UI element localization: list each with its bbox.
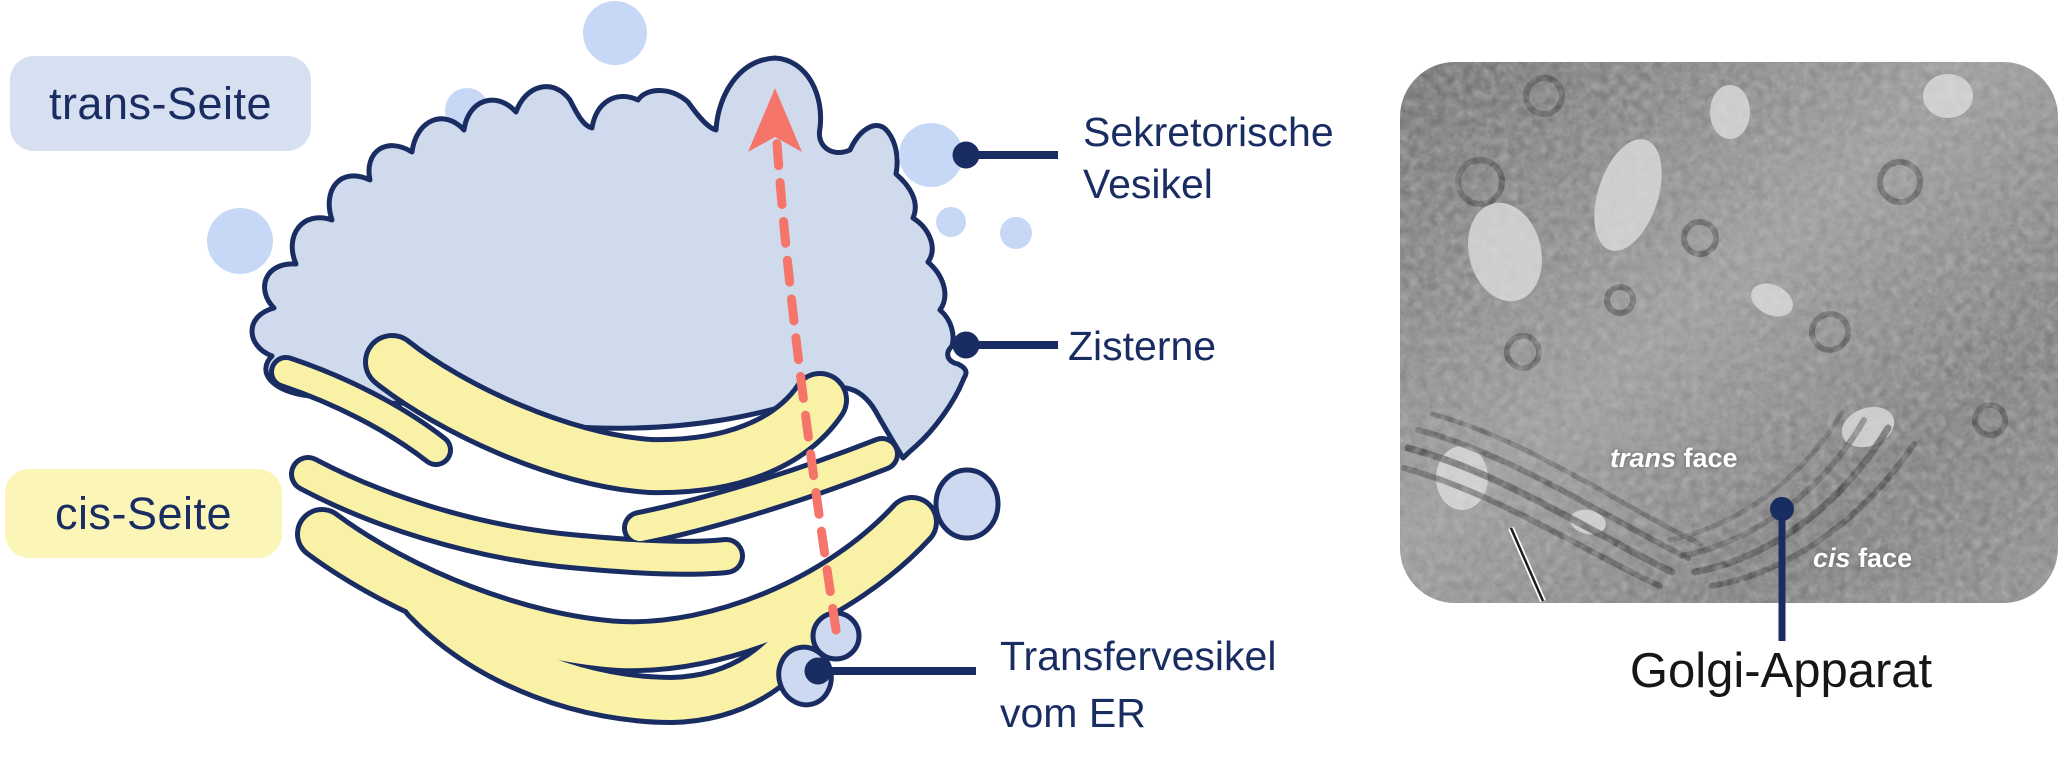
annotation-line: Zisterne bbox=[1068, 323, 1217, 369]
golgi-caption: Golgi-Apparat bbox=[1629, 644, 1933, 698]
cisterna-sac bbox=[294, 460, 740, 572]
secretory-vesicle-free bbox=[1000, 217, 1032, 249]
bullet-icon bbox=[804, 657, 832, 685]
transfer-vesicles-annotation: Transfervesikel vom ER bbox=[1000, 628, 1276, 742]
cisterna-sac bbox=[368, 338, 844, 491]
em-cis-face-rest: face bbox=[1850, 543, 1913, 573]
annotation-line: Vesikel bbox=[1083, 161, 1213, 207]
em-trans-face-italic: trans bbox=[1610, 443, 1677, 473]
secretory-vesicle-free bbox=[207, 208, 273, 274]
secretory-vesicle-free bbox=[899, 123, 963, 187]
cisterna-sac bbox=[627, 441, 895, 541]
cisterna-annotation: Zisterne bbox=[1068, 320, 1216, 372]
cis-side-label: cis-Seite bbox=[5, 469, 282, 558]
em-pointer-line bbox=[1508, 526, 1546, 603]
cis-side-label-text: cis-Seite bbox=[54, 487, 233, 539]
bullet-icon bbox=[952, 331, 980, 359]
free-vesicles-front bbox=[207, 123, 1032, 274]
em-cis-face-label: cis face bbox=[1813, 543, 1912, 574]
annotation-line: Transfervesikel bbox=[1000, 633, 1277, 679]
secretory-vesicles-annotation: Sekretorische Vesikel bbox=[1083, 106, 1334, 210]
cisterna-sac bbox=[405, 580, 832, 721]
bullet-icon bbox=[1770, 497, 1794, 521]
arrowhead-icon bbox=[748, 88, 802, 152]
annotation-line: Sekretorische bbox=[1083, 109, 1334, 155]
em-cis-face-italic: cis bbox=[1813, 543, 1851, 573]
secretory-vesicle-free bbox=[583, 1, 647, 65]
outlined-vesicles bbox=[776, 467, 1001, 708]
trans-side-label-text: trans-Seite bbox=[48, 77, 273, 129]
em-trans-face-label: trans face bbox=[1610, 443, 1738, 474]
bullet-icon bbox=[952, 141, 980, 169]
secretory-vesicle-free bbox=[936, 207, 966, 237]
leader-lines bbox=[828, 151, 1786, 675]
budding-vesicle bbox=[933, 467, 1001, 541]
leader-bullets bbox=[804, 141, 1794, 685]
em-trans-face-rest: face bbox=[1676, 443, 1738, 473]
annotation-line: vom ER bbox=[1000, 690, 1146, 736]
transport-arrow bbox=[748, 88, 841, 635]
trans-side-label: trans-Seite bbox=[10, 56, 311, 151]
cisterna-sac bbox=[274, 360, 448, 462]
electron-micrograph bbox=[1400, 62, 2058, 603]
